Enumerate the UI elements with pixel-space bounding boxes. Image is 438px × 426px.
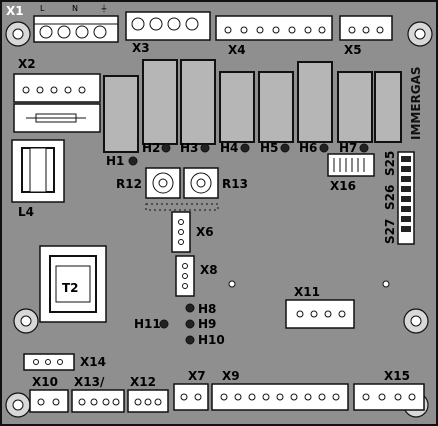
connector-x6 bbox=[171, 211, 191, 253]
connector-x9 bbox=[211, 383, 349, 411]
test-point bbox=[228, 280, 236, 288]
label-s27: S27 bbox=[383, 219, 397, 244]
label-t2: T2 bbox=[62, 281, 79, 295]
mounting-hole-mid-right bbox=[403, 308, 429, 334]
label-x2: X2 bbox=[18, 57, 36, 71]
label-h1: H1 bbox=[106, 154, 124, 168]
label-x14: X14 bbox=[80, 355, 106, 369]
fuse-holder bbox=[13, 103, 101, 133]
label-x3: X3 bbox=[132, 41, 150, 55]
label-h6: H6 bbox=[299, 141, 317, 155]
connector-x8 bbox=[175, 255, 195, 297]
relay-6 bbox=[297, 61, 333, 143]
led-h11 bbox=[159, 319, 169, 329]
relay-5 bbox=[258, 71, 294, 143]
relay-3 bbox=[180, 59, 216, 145]
led-h10 bbox=[185, 335, 195, 345]
transformer-t2 bbox=[39, 245, 107, 323]
mounting-hole-top-right bbox=[407, 21, 433, 47]
label-h9: H9 bbox=[198, 317, 216, 331]
label-x15: X15 bbox=[384, 369, 410, 383]
led-h3 bbox=[200, 143, 210, 153]
brand-logo: IMMERGAS bbox=[409, 66, 423, 140]
label-x4: X4 bbox=[228, 43, 246, 57]
label-r13: R13 bbox=[222, 177, 248, 191]
relay-1 bbox=[103, 75, 139, 153]
label-x8: X8 bbox=[200, 263, 218, 277]
label-x12: X12 bbox=[130, 375, 156, 389]
label-x16: X16 bbox=[330, 179, 356, 193]
led-h6 bbox=[319, 143, 329, 153]
led-h9 bbox=[185, 319, 195, 329]
connector-x14 bbox=[23, 353, 75, 371]
connector-x4 bbox=[215, 15, 333, 41]
label-l4: L4 bbox=[18, 205, 34, 219]
connector-x13 bbox=[71, 389, 125, 413]
label-x7: X7 bbox=[188, 369, 206, 383]
mounting-hole-top-left bbox=[5, 21, 31, 47]
label-h5: H5 bbox=[260, 141, 278, 155]
label-l: L bbox=[40, 4, 45, 13]
label-x1: X1 bbox=[6, 4, 24, 18]
relay-2 bbox=[142, 59, 178, 145]
label-h4: H4 bbox=[220, 141, 238, 155]
label-h8: H8 bbox=[198, 302, 216, 316]
connector-x12 bbox=[127, 389, 169, 413]
relay-7 bbox=[337, 71, 373, 143]
label-x5: X5 bbox=[344, 43, 362, 57]
label-s25: S25 bbox=[383, 151, 397, 176]
connector-x7 bbox=[173, 383, 209, 411]
inductor-l4 bbox=[11, 139, 65, 203]
connector-x2 bbox=[13, 73, 101, 103]
label-h3: H3 bbox=[180, 141, 198, 155]
led-h5 bbox=[280, 143, 290, 153]
mounting-hole-bottom-left bbox=[5, 392, 31, 418]
label-h2: H2 bbox=[142, 141, 160, 155]
label-x13: X13/ bbox=[74, 375, 105, 389]
ground-symbol-icon: ⏚ bbox=[100, 4, 108, 13]
label-h7: H7 bbox=[339, 141, 357, 155]
label-h10: H10 bbox=[198, 333, 225, 347]
connector-x3 bbox=[125, 11, 211, 41]
label-x10: X10 bbox=[32, 375, 58, 389]
trimmer-r12 bbox=[145, 167, 181, 199]
label-r12: R12 bbox=[116, 177, 142, 191]
trimmer-r13 bbox=[183, 167, 219, 199]
dip-switch-block bbox=[397, 151, 415, 245]
test-point bbox=[382, 280, 390, 288]
trimmer-scale bbox=[145, 203, 219, 211]
label-x11: X11 bbox=[294, 285, 320, 299]
connector-x11 bbox=[285, 299, 355, 329]
connector-x16 bbox=[327, 153, 375, 177]
led-h8 bbox=[185, 303, 195, 313]
relay-4 bbox=[219, 71, 255, 143]
label-x6: X6 bbox=[196, 225, 214, 239]
label-h11: H11 bbox=[134, 317, 161, 331]
connector-x1 bbox=[33, 15, 119, 43]
relay-8 bbox=[374, 71, 402, 143]
label-s26: S26 bbox=[383, 185, 397, 210]
led-h4 bbox=[240, 143, 250, 153]
led-h7 bbox=[359, 143, 369, 153]
label-n: N bbox=[72, 4, 78, 13]
led-h1 bbox=[128, 156, 138, 166]
mounting-hole-mid-left bbox=[13, 308, 39, 334]
label-x9: X9 bbox=[222, 369, 240, 383]
led-h2 bbox=[161, 143, 171, 153]
connector-x15 bbox=[353, 383, 425, 411]
connector-x10 bbox=[29, 389, 69, 413]
connector-x5 bbox=[339, 15, 393, 41]
